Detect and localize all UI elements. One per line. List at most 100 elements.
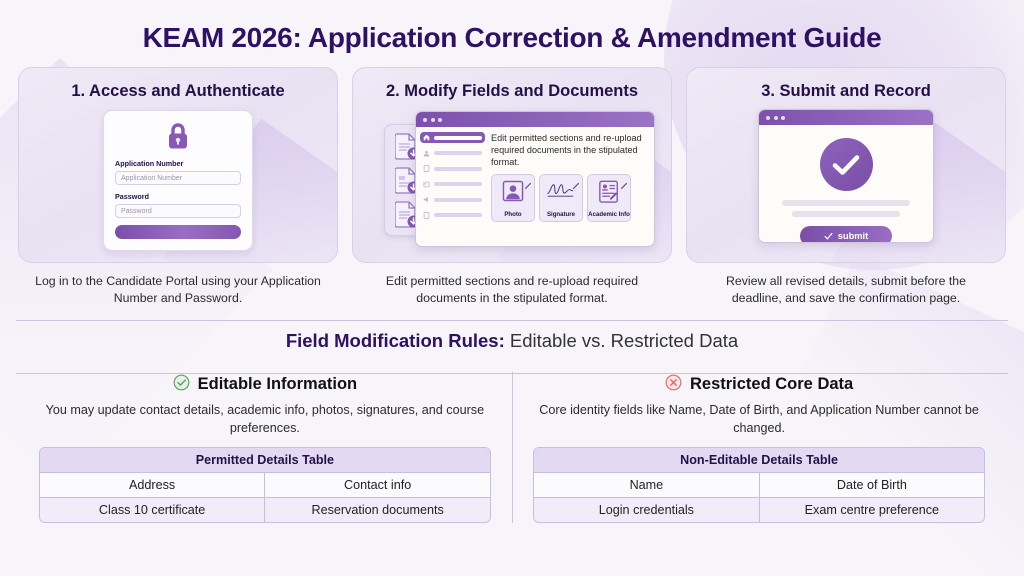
sidebar-item-profile[interactable] [420, 148, 485, 159]
portal-main-panel: Edit permitted sections and re-upload re… [489, 127, 654, 246]
table-cell: Reservation documents [264, 496, 490, 522]
step-3-title: 3. Submit and Record [761, 82, 931, 100]
step-1-caption: Log in to the Candidate Portal using you… [35, 274, 321, 306]
window-dot-close [423, 117, 427, 122]
window-dot-maximize [781, 115, 785, 120]
table-cell: Class 10 certificate [39, 496, 265, 522]
restricted-panel-description: Core identity fields like Name, Date of … [539, 402, 979, 435]
rules-heading-rest: Editable vs. Restricted Data [504, 329, 739, 351]
check-circle-icon [819, 138, 873, 191]
restricted-panel-title: Restricted Core Data [689, 375, 854, 394]
table-row: Login credentials Exam centre preference [534, 496, 985, 522]
step-3-illustration-card: 3. Submit and Record [686, 67, 1006, 263]
steps-row: 1. Access and Authenticate Application N… [0, 54, 1024, 308]
login-illustration: Application Number Application Number Pa… [19, 110, 337, 251]
window-dot-close [766, 115, 770, 120]
file-icon [423, 211, 430, 219]
check-icon [824, 232, 833, 240]
page-title: KEAM 2026: Application Correction & Amen… [142, 22, 882, 53]
editable-panel-description: You may update contact details, academic… [45, 402, 485, 435]
x-circle-red-icon [665, 374, 682, 396]
confirmation-skeleton-line [792, 211, 900, 217]
pencil-icon[interactable] [572, 177, 580, 195]
password-label: Password [115, 192, 149, 201]
tile-academic-info-label: Academic Info [588, 210, 630, 218]
portal-sidebar-nav [416, 127, 489, 246]
panel-editable-information: Editable Information You may update cont… [18, 374, 512, 523]
tile-signature-label: Signature [546, 210, 576, 218]
table-cell: Name [534, 472, 759, 497]
table-cell: Address [39, 472, 265, 497]
megaphone-icon [423, 196, 428, 203]
rules-heading-bold: Field Modification Rules: [285, 329, 505, 351]
pencil-icon[interactable] [524, 177, 532, 195]
table-row: Name Date of Birth [534, 472, 985, 497]
portrait-photo-icon [492, 180, 534, 202]
confirmation-skeleton-line [782, 200, 910, 206]
portal-instruction-text: Edit permitted sections and re-upload re… [491, 133, 642, 168]
portal-browser-mock: Edit permitted sections and re-upload re… [415, 111, 655, 247]
table-cell: Date of Birth [758, 472, 985, 497]
confirmation-window-mock: submit [758, 109, 934, 243]
non-editable-table-header: Non-Editable Details Table [534, 447, 985, 473]
confirmation-body: submit [759, 125, 933, 242]
document-tiles: Photo [491, 173, 648, 222]
submit-button-label: submit [837, 231, 869, 241]
home-icon [423, 134, 430, 141]
login-submit-button[interactable] [115, 225, 241, 239]
browser-title-bar [759, 110, 933, 125]
rules-panels: Editable Information You may update cont… [0, 371, 1024, 523]
sidebar-item-files[interactable] [420, 210, 485, 221]
table-cell: Contact info [264, 472, 490, 497]
table-row: Class 10 certificate Reservation documen… [39, 496, 490, 522]
tile-photo[interactable]: Photo [491, 173, 535, 222]
sidebar-item-id-card[interactable] [420, 179, 485, 190]
sidebar-item-announcements[interactable] [420, 194, 485, 205]
academic-document-icon [588, 180, 630, 204]
application-number-input[interactable]: Application Number [115, 171, 241, 185]
table-row: Address Contact info [39, 472, 490, 497]
step-card-1: 1. Access and Authenticate Application N… [18, 67, 338, 308]
sidebar-item-home[interactable] [420, 132, 485, 143]
step-3-caption: Review all revised details, submit befor… [726, 274, 966, 306]
step-2-illustration-card: 2. Modify Fields and Documents [352, 67, 672, 263]
step-2-caption: Edit permitted sections and re-upload re… [385, 274, 639, 306]
signature-icon [540, 180, 582, 200]
table-cell: Exam centre preference [758, 496, 985, 522]
tile-academic-info[interactable]: Academic Info [587, 173, 631, 222]
step-card-3: 3. Submit and Record [686, 67, 1006, 308]
permitted-table-header: Permitted Details Table [39, 447, 490, 473]
password-input[interactable]: Password [115, 204, 241, 218]
login-form-mock: Application Number Application Number Pa… [103, 110, 253, 251]
submit-button[interactable]: submit [800, 226, 892, 242]
divider-above-rules [16, 319, 1008, 321]
tile-signature[interactable]: Signature [539, 173, 583, 222]
modify-illustration: Edit permitted sections and re-upload re… [353, 105, 671, 253]
editable-panel-title-row: Editable Information [30, 374, 500, 396]
step-1-title: 1. Access and Authenticate [71, 82, 285, 100]
step-card-2: 2. Modify Fields and Documents [352, 67, 672, 308]
window-dot-minimize [430, 117, 435, 122]
step-2-title: 2. Modify Fields and Documents [385, 82, 639, 100]
lock-icon [115, 121, 241, 151]
table-cell: Login credentials [534, 496, 759, 522]
window-dot-minimize [773, 115, 778, 120]
permitted-details-table: Permitted Details Table Address Contact … [38, 446, 491, 523]
application-number-label: Application Number [115, 159, 184, 168]
submit-illustration: submit [687, 109, 1005, 243]
document-icon [423, 165, 430, 172]
tile-photo-label: Photo [504, 210, 522, 218]
user-icon [423, 150, 430, 156]
id-card-icon [423, 181, 430, 187]
editable-panel-title: Editable Information [197, 375, 358, 394]
rules-heading: Field Modification Rules: Editable vs. R… [0, 321, 1024, 361]
pencil-icon[interactable] [620, 177, 628, 195]
check-circle-green-icon [173, 374, 190, 396]
restricted-panel-title-row: Restricted Core Data [524, 374, 994, 396]
non-editable-details-table: Non-Editable Details Table Name Date of … [533, 446, 986, 523]
sidebar-item-documents[interactable] [420, 163, 485, 174]
browser-body: Edit permitted sections and re-upload re… [416, 127, 654, 246]
step-1-illustration-card: 1. Access and Authenticate Application N… [18, 67, 338, 263]
browser-title-bar [416, 112, 654, 127]
window-dot-maximize [438, 117, 442, 122]
